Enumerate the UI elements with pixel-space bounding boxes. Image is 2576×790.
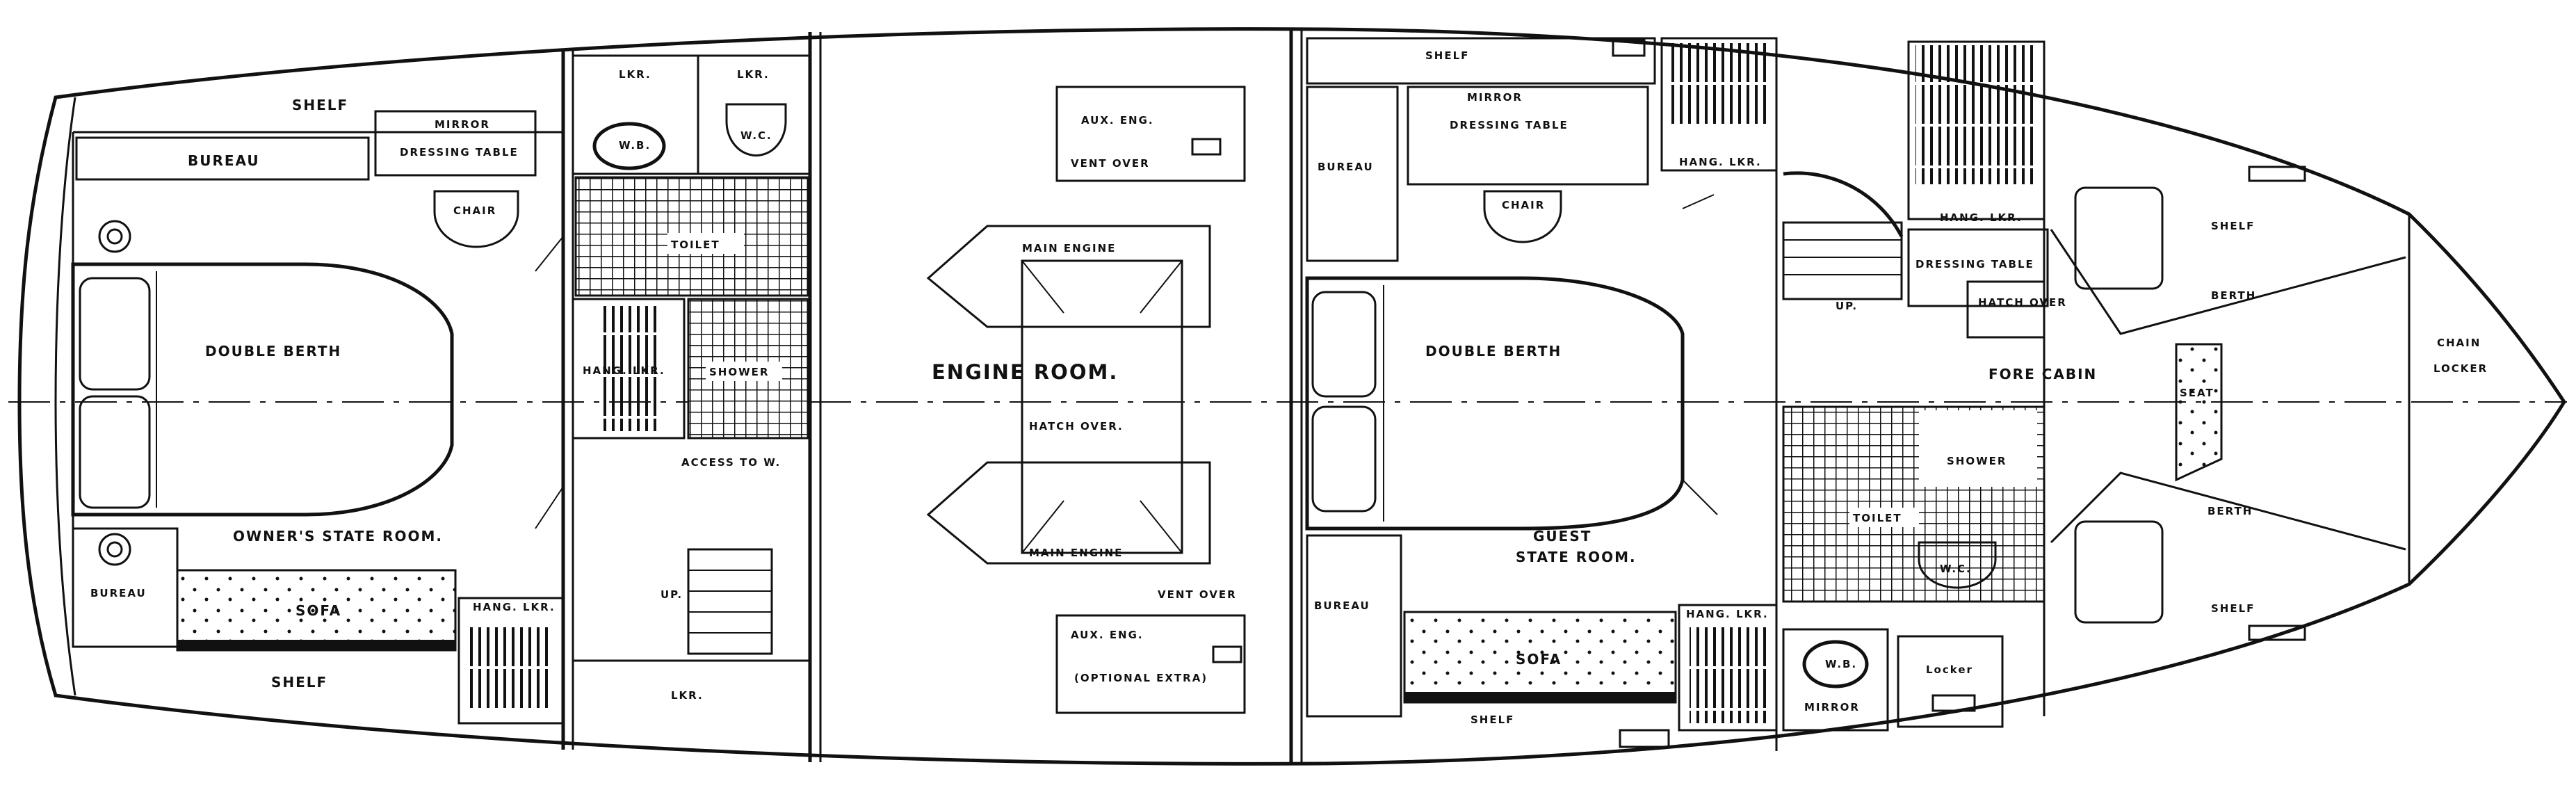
dressing-table-label-fore: DRESSING TABLE	[1915, 258, 2034, 271]
wash-basin-label-fwd: W.B.	[1825, 658, 1857, 670]
toilet-label: TOILET	[671, 239, 720, 251]
optional-extra-label: (OPTIONAL EXTRA)	[1074, 672, 1208, 684]
mirror-label: MIRROR	[435, 118, 490, 131]
locker-label-fwd: Locker	[1926, 663, 1973, 676]
dressing-table-label-guest: DRESSING TABLE	[1450, 119, 1569, 131]
wc-label-fwd: W.C.	[1940, 563, 1972, 575]
stairs-up-label-2: UP.	[1836, 300, 1858, 312]
chair-label: CHAIR	[453, 204, 496, 217]
shelf-label-guest-lower: SHELF	[1471, 714, 1514, 726]
seat-label: SEAT	[2180, 387, 2214, 399]
hatch-over-label: HATCH OVER.	[1029, 420, 1124, 433]
wash-basin-label: W.B.	[619, 139, 651, 152]
sofa-label: SOFA	[295, 602, 341, 619]
guest-state-room: SHELF MIRROR DRESSING TABLE BUREAU CHAIR…	[1305, 37, 1778, 748]
bureau-label: BUREAU	[188, 152, 260, 169]
vent-over-label-2: VENT OVER	[1158, 588, 1237, 601]
mirror-label-guest: MIRROR	[1467, 91, 1523, 104]
double-berth-label: DOUBLE BERTH	[205, 343, 341, 360]
shelf-label-guest: SHELF	[1425, 49, 1469, 62]
wc-label: W.C.	[740, 129, 772, 142]
vent-over-label: VENT OVER	[1071, 157, 1150, 170]
chair-label-guest: CHAIR	[1502, 199, 1545, 211]
locker-label-3: LKR.	[671, 689, 704, 702]
aux-engine-label-2: AUX. ENG.	[1071, 629, 1144, 641]
shower-label-fwd: SHOWER	[1947, 455, 2007, 467]
berth-label-bottom: BERTH	[2208, 505, 2253, 517]
hang-locker-label: HANG. LKR.	[473, 601, 556, 613]
hang-locker-label-fore: HANG. LKR.	[1940, 211, 2023, 224]
bureau-label-guest-lower: BUREAU	[1314, 599, 1370, 612]
toilet-label-fwd: TOILET	[1853, 512, 1902, 524]
head-compartment: LKR. LKR. W.B. W.C. TOILET HANG. LKR. SH…	[572, 54, 811, 702]
shelf-label-fore-top: SHELF	[2211, 220, 2255, 232]
main-engine-label-top: MAIN ENGINE	[1022, 242, 1116, 255]
hang-locker-label-3: HANG. LKR.	[1679, 156, 1762, 168]
locker-label-2: LKR.	[737, 68, 770, 81]
shelf-label-lower: SHELF	[271, 674, 327, 691]
hull-outline	[8, 27, 2567, 766]
bureau-label-lower: BUREAU	[90, 587, 147, 599]
fore-cabin-label: FORE CABIN	[1988, 366, 2097, 382]
stairs-up-label: UP.	[661, 588, 683, 601]
guest-label: GUEST	[1533, 528, 1591, 545]
state-room-label: STATE ROOM.	[1516, 549, 1637, 565]
shelf-label-fore-bottom: SHELF	[2211, 602, 2255, 615]
shelf-label: SHELF	[292, 97, 348, 113]
owners-state-room: SHELF BUREAU MIRROR DRESSING TABLE CHAIR…	[71, 97, 565, 725]
chain-locker-label: LOCKER	[2433, 362, 2488, 375]
dressing-table-label: DRESSING TABLE	[400, 146, 519, 159]
aux-engine-label: AUX. ENG.	[1081, 114, 1154, 127]
locker-label-1: LKR.	[619, 68, 651, 81]
owners-state-room-label: OWNER'S STATE ROOM.	[233, 528, 443, 545]
forward-service-area: HANG. LKR. UP. TOILET SHOWER W.C. W.B. M…	[1660, 37, 2046, 732]
engine-room-label: ENGINE ROOM.	[932, 360, 1118, 384]
berth-label-top: BERTH	[2211, 289, 2256, 302]
hang-locker-label-guest: HANG. LKR.	[1686, 608, 1769, 620]
access-label: ACCESS TO W.	[681, 456, 781, 469]
bureau-label-guest: BUREAU	[1318, 161, 1374, 173]
shower-label: SHOWER	[709, 366, 769, 378]
hatch-over-label-fore: HATCH OVER	[1978, 296, 2067, 309]
double-berth-label-guest: DOUBLE BERTH	[1425, 343, 1562, 360]
sofa-label-guest: SOFA	[1516, 651, 1562, 668]
engine-room: AUX. ENG. VENT OVER MAIN ENGINE MAIN ENG…	[926, 86, 1246, 714]
fore-cabin: HANG. LKR. DRESSING TABLE HATCH OVER FOR…	[1907, 40, 2488, 641]
hang-locker-label-2: HANG. LKR.	[583, 364, 665, 377]
mirror-label-fwd: MIRROR	[1804, 701, 1860, 714]
chain-label: CHAIN	[2437, 337, 2481, 349]
